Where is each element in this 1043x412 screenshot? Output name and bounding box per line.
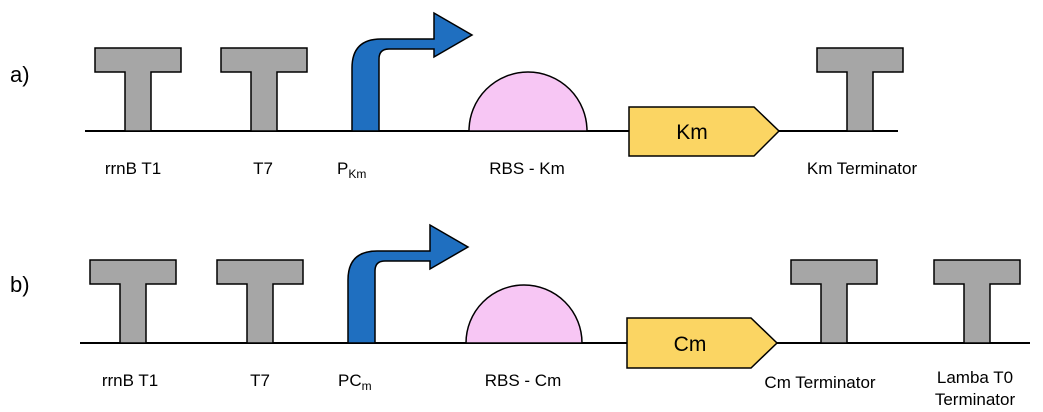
label-lamba-t0-line1: Lamba T0	[937, 368, 1013, 387]
terminator-t7	[220, 47, 308, 132]
label-t7: T7	[253, 159, 273, 178]
label-rbs-km: RBS - Km	[489, 159, 565, 178]
promoter-arrow	[347, 223, 470, 344]
promoter-arrow	[351, 11, 474, 132]
promoter-main-text: PC	[338, 371, 362, 390]
label-lamba-t0-line2: Terminator	[935, 390, 1016, 409]
label-cm-terminator: Cm Terminator	[764, 373, 875, 392]
label-promoter-km: PKm	[337, 159, 366, 181]
gene-km-label: Km	[676, 121, 708, 144]
terminator-cm	[790, 259, 878, 344]
terminator-km	[816, 47, 904, 132]
construct-a: a) Km rrnB T1 T7 PKm RBS - Km Km Termina…	[10, 11, 918, 181]
construct-b: b) Cm rrnB T1 T7 PCm RBS - Cm Cm Termina…	[10, 223, 1030, 409]
gene-cm	[626, 317, 779, 369]
terminator-rrnb-t1	[94, 47, 182, 132]
rbs-shape	[465, 284, 583, 344]
gene-cm-label: Cm	[674, 333, 707, 356]
terminator-lamba-t0	[933, 259, 1021, 344]
gene-km	[628, 106, 781, 157]
label-rbs-cm: RBS - Cm	[485, 371, 562, 390]
label-promoter-cm: PCm	[338, 371, 372, 393]
label-rrnb-t1: rrnB T1	[102, 371, 158, 390]
promoter-main-text: P	[337, 159, 348, 178]
label-t7: T7	[250, 371, 270, 390]
label-rrnb-t1: rrnB T1	[105, 159, 161, 178]
terminator-t7	[216, 259, 304, 344]
label-km-terminator: Km Terminator	[807, 159, 918, 178]
row-label-b: b)	[10, 272, 30, 297]
terminator-rrnb-t1	[89, 259, 177, 344]
rbs-shape	[468, 71, 588, 132]
promoter-subscript: Km	[348, 167, 366, 181]
row-label-a: a)	[10, 62, 30, 87]
promoter-subscript: m	[362, 379, 372, 393]
